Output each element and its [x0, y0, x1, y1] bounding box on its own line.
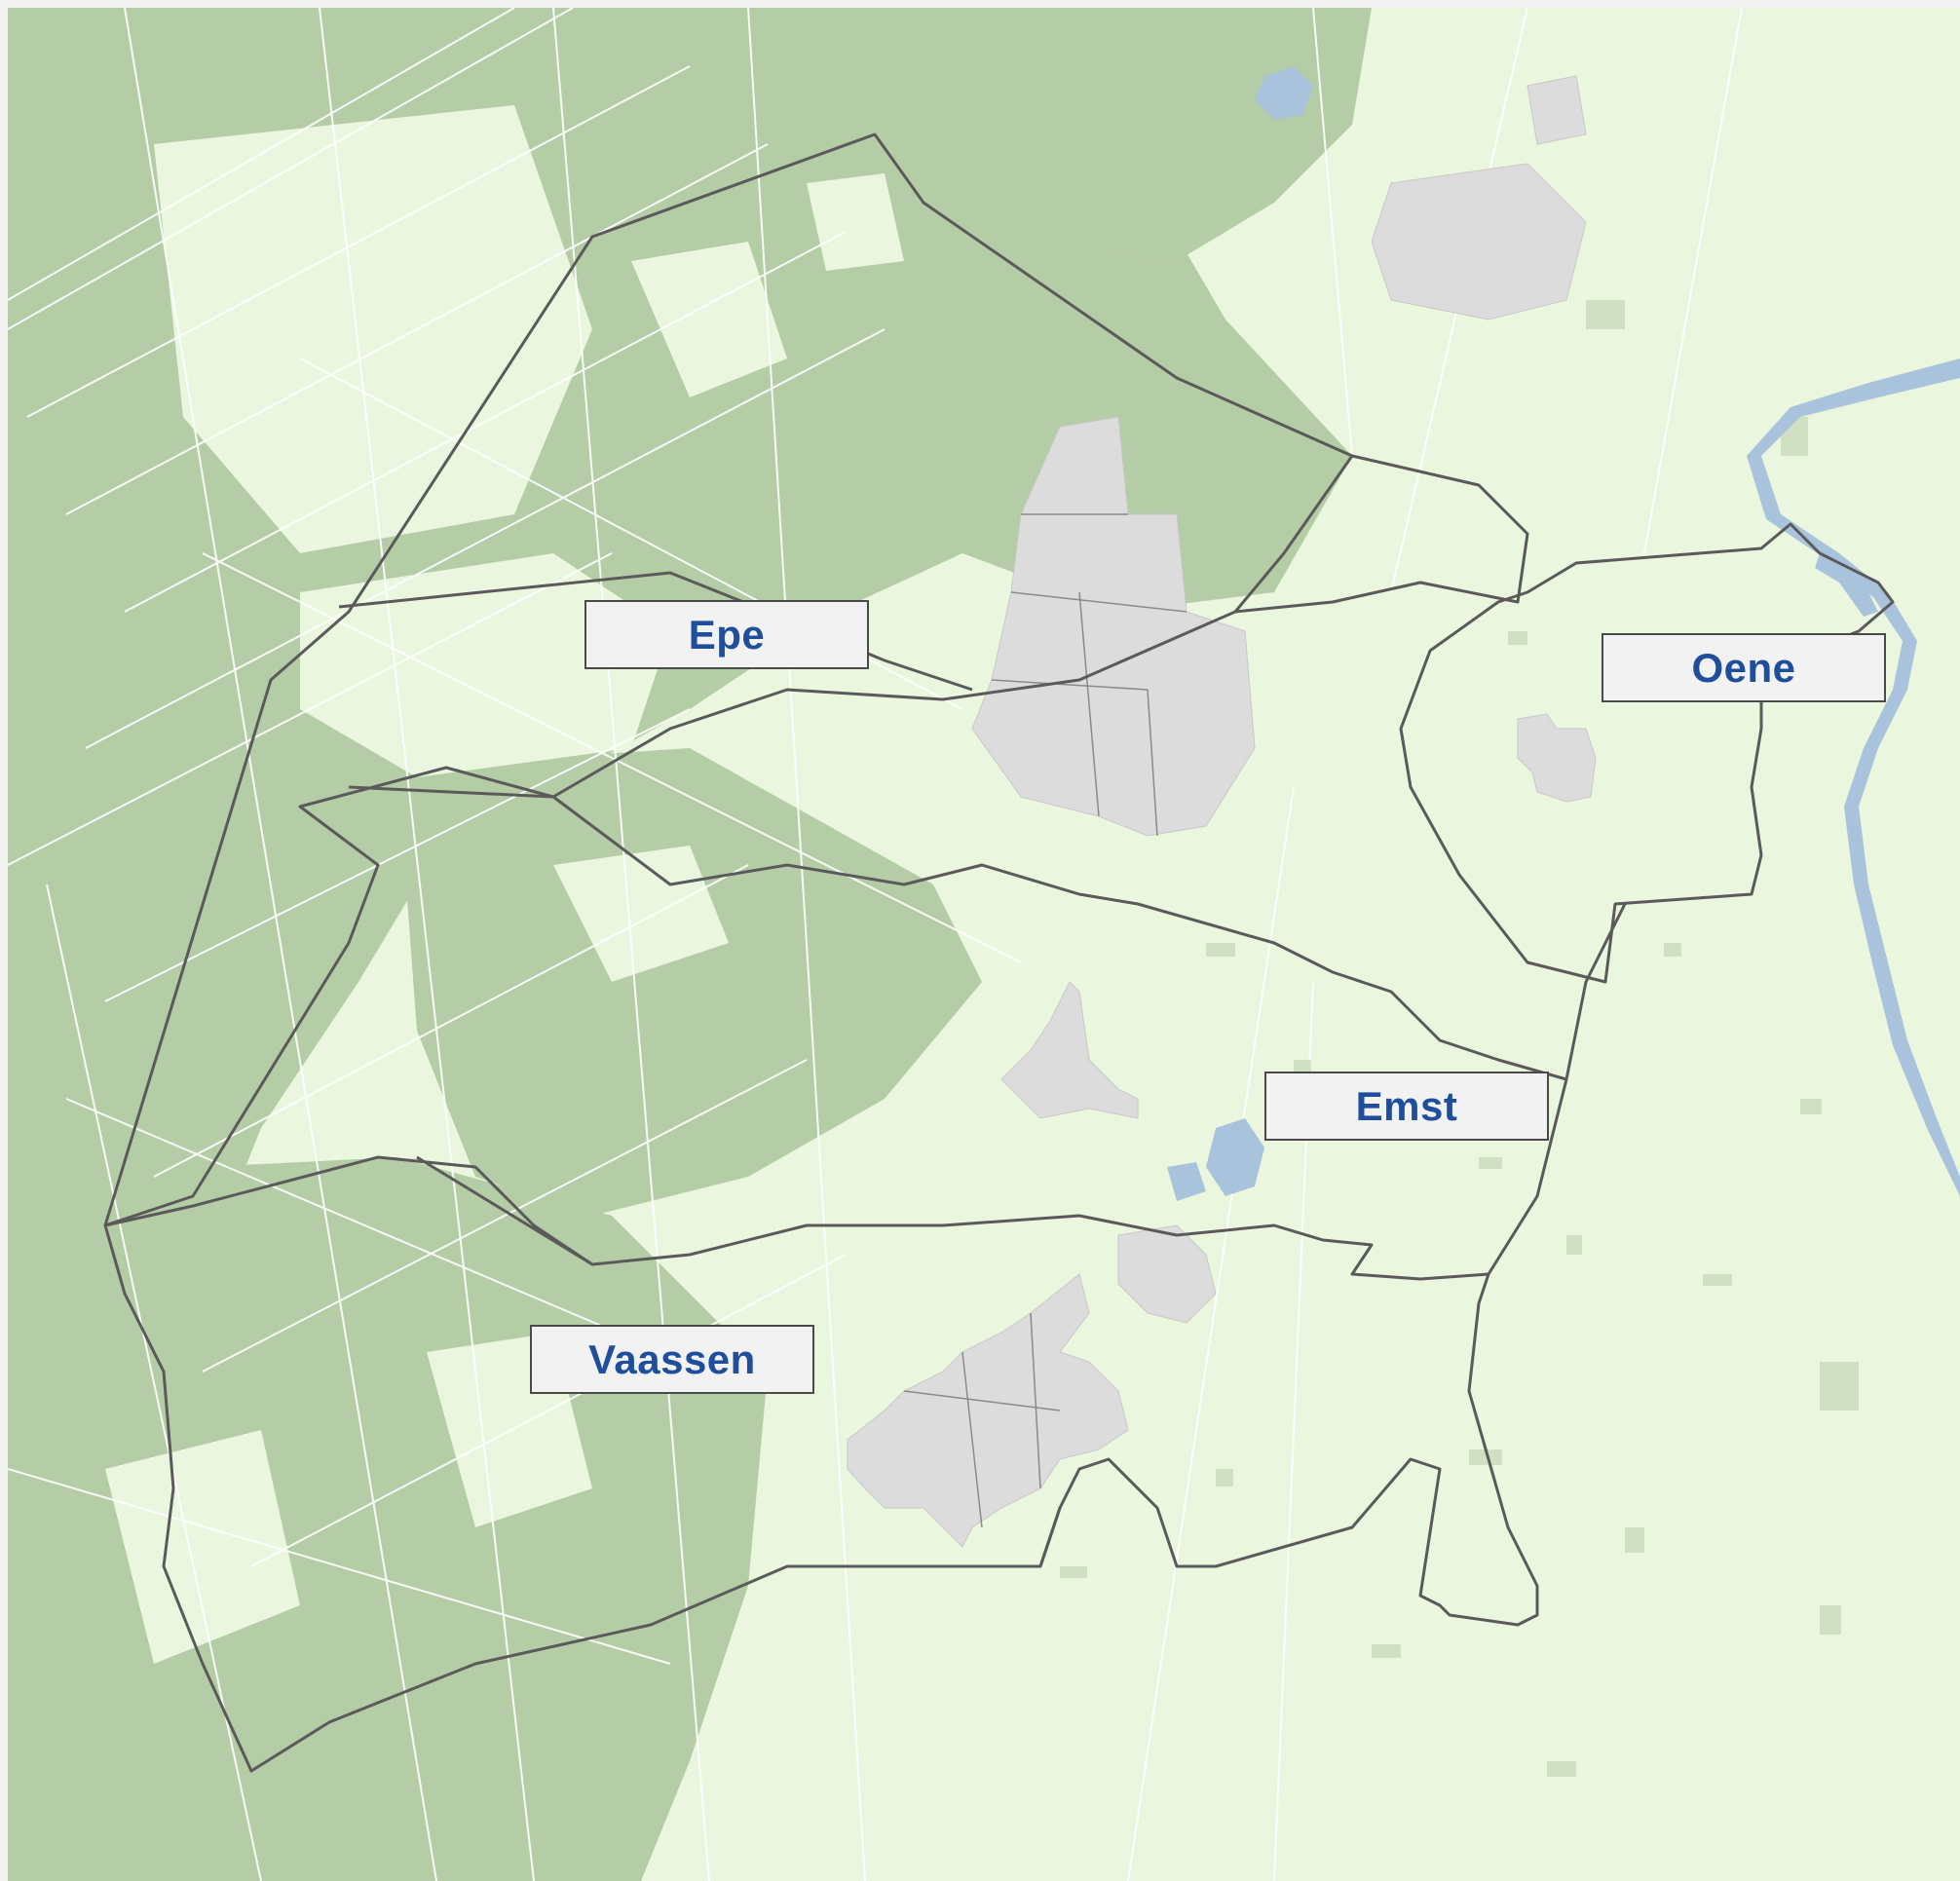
lake-center [1206, 1118, 1264, 1196]
oene-boundary [1399, 522, 1895, 984]
epe-middle-line [348, 785, 1567, 1081]
clearing-3 [105, 1430, 300, 1664]
urban-emst [1000, 981, 1139, 1119]
vaassen-boundary [103, 1155, 1062, 1773]
clearing-7 [553, 846, 729, 982]
emst-boundary [1038, 903, 1627, 1627]
map-canvas[interactable]: Epe Oene Emst Vaassen [8, 8, 1960, 1881]
clearing-5 [631, 242, 787, 397]
forest-center-band [397, 748, 982, 1216]
river-ijssel [1747, 358, 1960, 1196]
municipality-boundaries [103, 132, 1895, 1773]
forest-north-center [865, 8, 1372, 261]
urban-heerde [1371, 163, 1587, 320]
label-vaassen: Vaassen [530, 1325, 814, 1394]
river-ijssel-branch [1815, 553, 1878, 617]
district-inner-lines [903, 513, 1187, 1528]
lake-center-2 [1167, 1162, 1206, 1201]
urban-north-small [1527, 75, 1587, 145]
urban-oene [1517, 713, 1597, 803]
emst-vaassen-divide [416, 1155, 1489, 1281]
lake-north [1255, 66, 1313, 120]
label-oene: Oene [1602, 633, 1886, 702]
label-epe: Epe [584, 600, 869, 669]
clearing-2 [300, 553, 670, 777]
urban-vaassen-east [1117, 1224, 1217, 1324]
urban-epe [971, 416, 1256, 837]
urban-vaassen [847, 1273, 1129, 1548]
topographic-map [8, 8, 1960, 1881]
epe-oene-divide [1233, 455, 1354, 613]
clearing-1 [154, 105, 592, 553]
clearing-6 [807, 173, 904, 271]
water-features [1167, 66, 1960, 1201]
urban-areas [847, 75, 1597, 1548]
label-emst: Emst [1264, 1072, 1549, 1141]
